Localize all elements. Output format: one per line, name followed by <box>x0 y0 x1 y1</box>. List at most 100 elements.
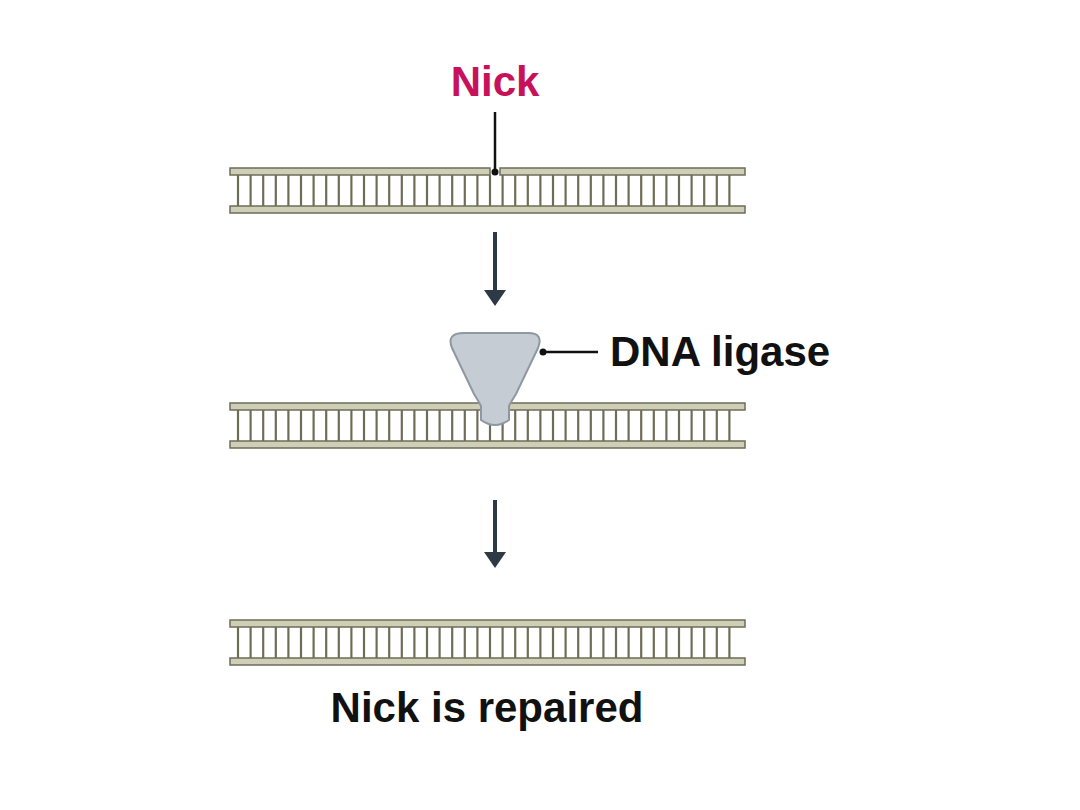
base-pair <box>690 175 692 206</box>
base-pair <box>250 175 252 206</box>
base-pair <box>250 410 252 441</box>
base-pair <box>703 410 705 441</box>
base-pair <box>678 410 680 441</box>
base-pair <box>401 410 403 441</box>
base-pair <box>527 175 529 206</box>
base-pair <box>476 410 478 441</box>
base-pair <box>615 175 617 206</box>
base-pair <box>287 410 289 441</box>
base-pair <box>451 175 453 206</box>
base-pair <box>640 410 642 441</box>
base-pair <box>300 410 302 441</box>
base-pair <box>325 175 327 206</box>
base-pair <box>653 410 655 441</box>
enzyme-label: DNA ligase <box>610 329 830 375</box>
base-pair <box>539 175 541 206</box>
base-pair <box>338 175 340 206</box>
base-pair <box>313 627 315 658</box>
base-pair <box>627 410 629 441</box>
base-pair <box>413 410 415 441</box>
base-pair <box>237 410 239 441</box>
backbone <box>230 441 745 448</box>
base-pair <box>690 627 692 658</box>
base-pair <box>313 175 315 206</box>
step-arrow <box>484 500 506 568</box>
base-pair <box>426 175 428 206</box>
base-pair <box>615 627 617 658</box>
base-pair <box>350 410 352 441</box>
base-pair <box>250 627 252 658</box>
backbone <box>500 168 745 175</box>
base-pair <box>439 175 441 206</box>
base-pair <box>527 627 529 658</box>
base-pair <box>275 627 277 658</box>
leader-dot <box>540 349 547 356</box>
base-pair <box>602 410 604 441</box>
base-pair <box>313 410 315 441</box>
base-pair <box>577 410 579 441</box>
base-pair <box>439 410 441 441</box>
result-caption: Nick is repaired <box>331 685 644 731</box>
base-pair <box>665 175 667 206</box>
base-pair <box>728 175 730 206</box>
nick-label: Nick <box>451 59 540 105</box>
base-pair <box>678 175 680 206</box>
base-pair <box>376 175 378 206</box>
base-pair <box>590 175 592 206</box>
backbone <box>230 403 490 410</box>
base-pair <box>602 175 604 206</box>
base-pair <box>552 175 554 206</box>
base-pair <box>653 627 655 658</box>
base-pair <box>376 410 378 441</box>
base-pair <box>539 627 541 658</box>
base-pair <box>602 627 604 658</box>
base-pair <box>514 175 516 206</box>
dna-double-helix <box>230 620 745 665</box>
base-pair <box>300 627 302 658</box>
base-pair <box>653 175 655 206</box>
backbone <box>230 620 745 627</box>
base-pair <box>564 410 566 441</box>
base-pair <box>728 627 730 658</box>
base-pair <box>476 627 478 658</box>
base-pair <box>325 627 327 658</box>
backbone <box>230 658 745 665</box>
base-pair <box>690 410 692 441</box>
base-pair <box>413 627 415 658</box>
base-pair <box>451 410 453 441</box>
base-pair <box>476 175 478 206</box>
base-pair <box>703 627 705 658</box>
base-pair <box>275 410 277 441</box>
base-pair <box>728 410 730 441</box>
base-pair <box>502 627 504 658</box>
base-pair <box>577 627 579 658</box>
leader-line <box>494 112 497 170</box>
base-pair <box>514 627 516 658</box>
base-pair <box>325 410 327 441</box>
base-pair <box>703 175 705 206</box>
base-pair <box>464 175 466 206</box>
base-pair <box>464 410 466 441</box>
base-pair <box>439 627 441 658</box>
base-pair <box>577 175 579 206</box>
step-arrow <box>484 232 506 306</box>
base-pair <box>363 175 365 206</box>
leader-dot <box>492 169 499 176</box>
base-pair <box>665 627 667 658</box>
base-pair <box>388 410 390 441</box>
base-pair <box>287 175 289 206</box>
dna-double-helix <box>230 168 745 213</box>
base-pair <box>363 627 365 658</box>
base-pair <box>640 627 642 658</box>
base-pair <box>640 175 642 206</box>
base-pair <box>426 627 428 658</box>
base-pair <box>489 175 491 206</box>
base-pair <box>237 627 239 658</box>
base-pair <box>451 627 453 658</box>
base-pair <box>300 175 302 206</box>
base-pair <box>552 410 554 441</box>
leader-line <box>543 351 598 354</box>
base-pair <box>287 627 289 658</box>
base-pair <box>262 175 264 206</box>
